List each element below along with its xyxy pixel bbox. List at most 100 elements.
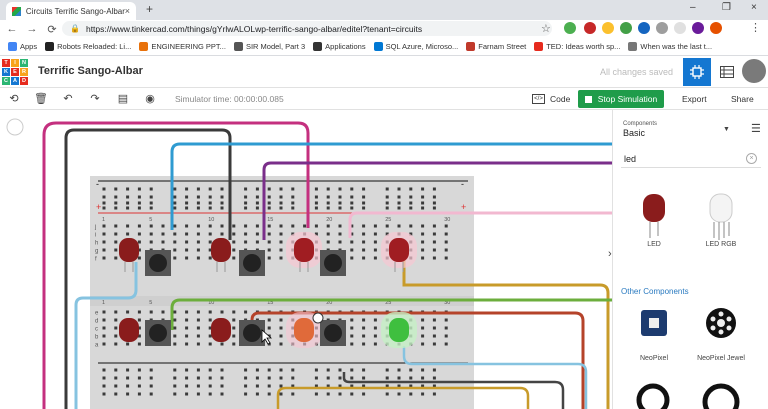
- bookmark-item[interactable]: SIR Model, Part 3: [234, 42, 305, 51]
- bookmark-favicon-icon: [313, 42, 322, 51]
- bookmark-item[interactable]: SQL Azure, Microso...: [374, 42, 459, 51]
- code-button[interactable]: </> Code: [532, 91, 570, 107]
- star-icon[interactable]: ☆: [541, 22, 551, 35]
- bookmark-item[interactable]: When was the last t...: [628, 42, 712, 51]
- row-label: j: [94, 225, 96, 231]
- bookmark-item[interactable]: Robots Reloaded: Li...: [45, 42, 131, 51]
- bookmark-favicon-icon: [534, 42, 543, 51]
- neopixel-ring-component-thumbnail[interactable]: [639, 386, 737, 409]
- bookmark-apps[interactable]: Apps: [8, 42, 37, 51]
- extension-icon[interactable]: [564, 22, 576, 34]
- fit-view-icon[interactable]: [7, 119, 23, 135]
- apps-grid-icon: [8, 42, 17, 51]
- reload-icon[interactable]: ⟳: [44, 23, 60, 36]
- plus-marker-right: +: [461, 202, 466, 212]
- stop-simulation-label: Stop Simulation: [598, 94, 658, 104]
- extension-icon[interactable]: [602, 22, 614, 34]
- project-title[interactable]: Terrific Sango-Albar: [38, 65, 143, 77]
- rotate-icon[interactable]: ⟲: [7, 92, 21, 106]
- export-button[interactable]: Export: [682, 94, 707, 104]
- stop-simulation-button[interactable]: Stop Simulation: [578, 90, 664, 108]
- led-rgb-label: LED RGB: [691, 241, 751, 248]
- extension-icon[interactable]: [620, 22, 632, 34]
- profile-avatar[interactable]: [710, 22, 722, 34]
- neopixel-jewel-label: NeoPixel Jewel: [691, 355, 751, 362]
- breadboard[interactable]: [90, 176, 474, 409]
- circuit-canvas[interactable]: + + - - jihgfedcba 115510101515202025253…: [0, 110, 612, 409]
- plus-marker-left: +: [96, 202, 101, 212]
- close-window-button[interactable]: ×: [751, 2, 757, 13]
- stop-icon: [585, 96, 592, 103]
- led-red-off[interactable]: [211, 318, 231, 342]
- circuit-drawing[interactable]: + + - - jihgfedcba 115510101515202025253…: [0, 110, 612, 409]
- list-view-toggle-icon[interactable]: ☰: [751, 122, 761, 135]
- row-label: g: [95, 249, 98, 255]
- url-field[interactable]: 🔒 https://www.tinkercad.com/things/gYrlw…: [62, 21, 552, 36]
- led-red-off[interactable]: [119, 318, 139, 342]
- eye-icon[interactable]: ◉: [143, 92, 157, 106]
- browser-tab[interactable]: Circuits Terrific Sango-Albar | Tin ×: [6, 2, 136, 20]
- tab-close-icon[interactable]: ×: [125, 6, 130, 16]
- browser-tab-strip: Circuits Terrific Sango-Albar | Tin × + …: [0, 0, 768, 20]
- collapse-panel-chevron-icon[interactable]: ›: [608, 248, 612, 260]
- search-value: led: [624, 154, 636, 164]
- tinkercad-logo[interactable]: TIN KER CAD: [2, 59, 28, 85]
- url-text: https://www.tinkercad.com/things/gYrlwAL…: [86, 24, 422, 34]
- bookmark-favicon-icon: [628, 42, 637, 51]
- bookmark-favicon-icon: [374, 42, 383, 51]
- extension-icon[interactable]: [656, 22, 668, 34]
- schematic-view-button[interactable]: [713, 58, 741, 86]
- bookmark-item[interactable]: Farnam Street: [466, 42, 526, 51]
- minimize-button[interactable]: –: [690, 2, 696, 13]
- maximize-button[interactable]: ❐: [722, 2, 731, 13]
- row-label: d: [95, 319, 98, 325]
- share-button[interactable]: Share: [731, 94, 754, 104]
- code-icon: </>: [532, 94, 545, 104]
- row-label: i: [95, 233, 96, 239]
- pushbutton[interactable]: [145, 250, 171, 276]
- user-avatar[interactable]: [742, 59, 766, 83]
- pushbutton[interactable]: [145, 320, 171, 346]
- extension-icon[interactable]: [692, 22, 704, 34]
- bookmark-item[interactable]: ENGINEERING PPT...: [139, 42, 226, 51]
- column-label: 25: [385, 217, 391, 223]
- bookmark-item[interactable]: TED: Ideas worth sp...: [534, 42, 620, 51]
- pushbutton[interactable]: [239, 250, 265, 276]
- back-icon[interactable]: ←: [4, 23, 20, 35]
- new-tab-button[interactable]: +: [146, 2, 153, 16]
- delete-icon[interactable]: 🗑: [34, 92, 48, 106]
- chevron-down-icon[interactable]: ▼: [723, 126, 730, 133]
- led-rgb-component-thumbnail[interactable]: [710, 194, 732, 240]
- extension-icon[interactable]: [584, 22, 596, 34]
- menu-icon[interactable]: ⋮: [750, 21, 761, 34]
- neopixel-component-thumbnail[interactable]: [641, 310, 667, 336]
- led-green-lit[interactable]: [381, 312, 417, 348]
- tinkercad-favicon-icon: [12, 7, 21, 16]
- pushbutton[interactable]: [320, 250, 346, 276]
- component-search-input[interactable]: led ×: [621, 150, 761, 168]
- notes-icon[interactable]: ▤: [116, 92, 130, 106]
- other-components-label[interactable]: Other Components: [621, 287, 689, 296]
- led-component-thumbnail[interactable]: [643, 194, 665, 238]
- circuit-view-button[interactable]: [683, 58, 711, 86]
- column-label: 1: [102, 300, 105, 306]
- code-label: Code: [550, 94, 570, 104]
- neopixel-label: NeoPixel: [624, 355, 684, 362]
- clear-search-icon[interactable]: ×: [746, 153, 757, 164]
- lock-icon: 🔒: [70, 24, 80, 33]
- bookmark-favicon-icon: [45, 42, 54, 51]
- pushbutton[interactable]: [239, 320, 265, 346]
- warning-icon[interactable]: [313, 313, 323, 323]
- extension-icon[interactable]: [674, 22, 686, 34]
- pushbutton[interactable]: [320, 320, 346, 346]
- forward-icon[interactable]: →: [24, 23, 40, 35]
- undo-icon[interactable]: ↶: [61, 92, 75, 106]
- bookmark-favicon-icon: [466, 42, 475, 51]
- minus-marker-right: -: [461, 179, 464, 189]
- bookmark-item[interactable]: Applications: [313, 42, 365, 51]
- components-dropdown[interactable]: Basic: [623, 128, 645, 138]
- extension-icon[interactable]: [638, 22, 650, 34]
- neopixel-jewel-component-thumbnail[interactable]: [706, 308, 736, 338]
- row-label: h: [95, 241, 98, 247]
- redo-icon[interactable]: ↷: [88, 92, 102, 106]
